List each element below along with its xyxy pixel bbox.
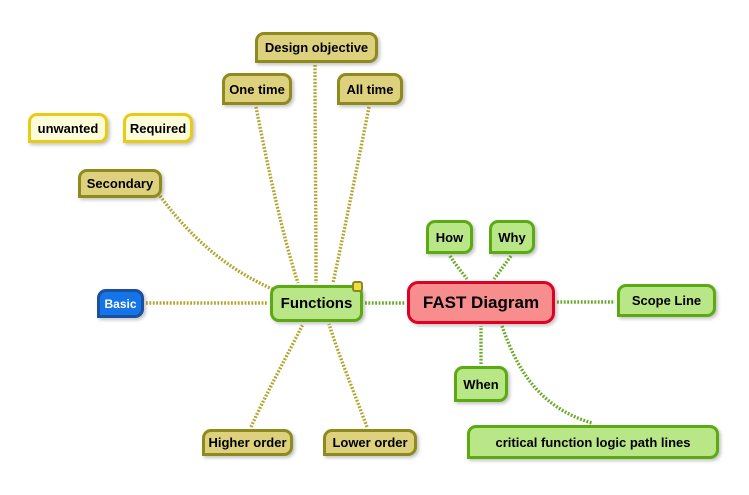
- edge-functions-secondary: [158, 194, 278, 293]
- node-unwanted[interactable]: unwanted: [28, 113, 108, 143]
- node-when[interactable]: When: [454, 366, 508, 402]
- edge-fast-critical-path: [500, 325, 593, 425]
- node-scope-line[interactable]: Scope Line: [617, 284, 716, 317]
- node-label: How: [435, 229, 464, 245]
- node-label: All time: [346, 81, 394, 97]
- node-one-time[interactable]: One time: [222, 73, 292, 105]
- node-label: Why: [498, 229, 526, 245]
- node-label: Scope Line: [631, 293, 702, 308]
- node-label: Design objective: [264, 40, 369, 55]
- node-higher-order[interactable]: Higher order: [202, 429, 293, 456]
- edge-functions-all-time: [331, 106, 371, 284]
- node-fast[interactable]: FAST Diagram: [407, 281, 555, 324]
- node-functions[interactable]: Functions: [270, 281, 363, 322]
- edge-functions-one-time: [254, 106, 300, 284]
- node-label: unwanted: [37, 120, 99, 136]
- node-design-objective[interactable]: Design objective: [255, 32, 378, 63]
- node-lower-order[interactable]: Lower order: [323, 429, 417, 456]
- edge-fast-why: [492, 254, 513, 281]
- node-label: Required: [129, 120, 187, 136]
- node-label: Secondary: [86, 176, 154, 191]
- node-label: FAST Diagram: [422, 293, 540, 312]
- edge-functions-lower-order: [327, 323, 369, 428]
- node-label: When: [463, 376, 499, 392]
- node-how[interactable]: How: [426, 220, 473, 254]
- node-label: Basic: [104, 296, 137, 311]
- node-why[interactable]: Why: [489, 220, 535, 254]
- edge-fast-how: [448, 255, 469, 281]
- node-required[interactable]: Required: [123, 113, 193, 143]
- edge-functions-design-objective: [313, 64, 318, 284]
- node-label: Functions: [280, 295, 353, 312]
- node-label: critical function logic path lines: [495, 434, 691, 450]
- node-basic[interactable]: Basic: [97, 289, 144, 318]
- node-label: One time: [229, 81, 285, 97]
- node-label: Lower order: [332, 435, 408, 450]
- node-critical-path[interactable]: critical function logic path lines: [467, 425, 719, 459]
- edge-functions-higher-order: [249, 323, 305, 428]
- fold-indicator-icon[interactable]: [352, 281, 363, 292]
- node-label: Higher order: [208, 435, 287, 450]
- node-secondary[interactable]: Secondary: [78, 169, 162, 198]
- node-all-time[interactable]: All time: [337, 73, 403, 105]
